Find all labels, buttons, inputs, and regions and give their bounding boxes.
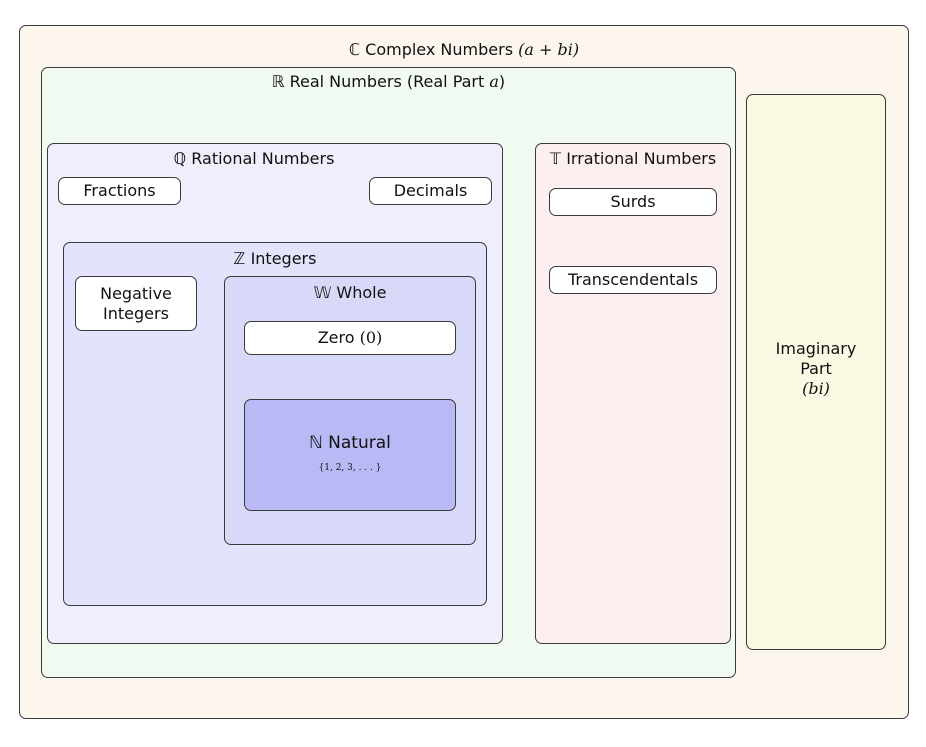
zero-pill: Zero (0) (244, 321, 456, 355)
whole-numbers-title: 𝕎 Whole (225, 283, 475, 302)
integers-label: Integers (250, 249, 317, 268)
fractions-pill: Fractions (58, 177, 181, 205)
integers-symbol: ℤ (233, 249, 246, 268)
rational-symbol: ℚ (173, 149, 187, 168)
imaginary-line1: Imaginary (775, 339, 857, 358)
negative-line2: Integers (103, 303, 169, 323)
complex-expr: (a + bi) (518, 40, 580, 59)
real-close: ) (498, 72, 506, 91)
rational-label: Rational Numbers (191, 149, 335, 168)
real-expr: a (489, 72, 499, 91)
natural-symbol: ℕ (309, 433, 323, 453)
imaginary-line2: Part (800, 359, 832, 378)
complex-symbol: ℂ (348, 40, 361, 59)
complex-label: Complex Numbers (365, 40, 514, 59)
natural-numbers-box: ℕ Natural {1, 2, 3, . . . } (244, 399, 456, 511)
whole-symbol: 𝕎 (313, 283, 332, 302)
irrational-label: Irrational Numbers (566, 149, 717, 168)
decimals-pill: Decimals (369, 177, 492, 205)
whole-label: Whole (336, 283, 387, 302)
irrational-symbol: 𝕋 (549, 149, 562, 168)
negative-line1: Negative (100, 283, 172, 303)
natural-title: ℕ Natural (245, 433, 455, 453)
imaginary-expr: (bi) (802, 379, 830, 398)
negative-integers-pill: Negative Integers (75, 276, 197, 331)
complex-numbers-title: ℂ Complex Numbers (a + bi) (20, 40, 908, 59)
natural-set: {1, 2, 3, . . . } (318, 463, 382, 473)
imaginary-label: Imaginary Part (bi) (747, 339, 885, 399)
rational-numbers-title: ℚ Rational Numbers (48, 149, 502, 168)
irrational-numbers-title: 𝕋 Irrational Numbers (536, 149, 730, 168)
irrational-numbers-box: 𝕋 Irrational Numbers (535, 143, 731, 644)
surds-pill: Surds (549, 188, 717, 216)
integers-title: ℤ Integers (64, 249, 486, 268)
real-symbol: ℝ (271, 72, 285, 91)
real-numbers-title: ℝ Real Numbers (Real Part a) (42, 72, 735, 91)
zero-label: Zero (317, 328, 355, 347)
zero-expr: (0) (359, 328, 383, 347)
real-label: Real Numbers (Real Part (289, 72, 485, 91)
natural-label: Natural (328, 433, 391, 453)
transcendentals-pill: Transcendentals (549, 266, 717, 294)
imaginary-part-box: Imaginary Part (bi) (746, 94, 886, 650)
